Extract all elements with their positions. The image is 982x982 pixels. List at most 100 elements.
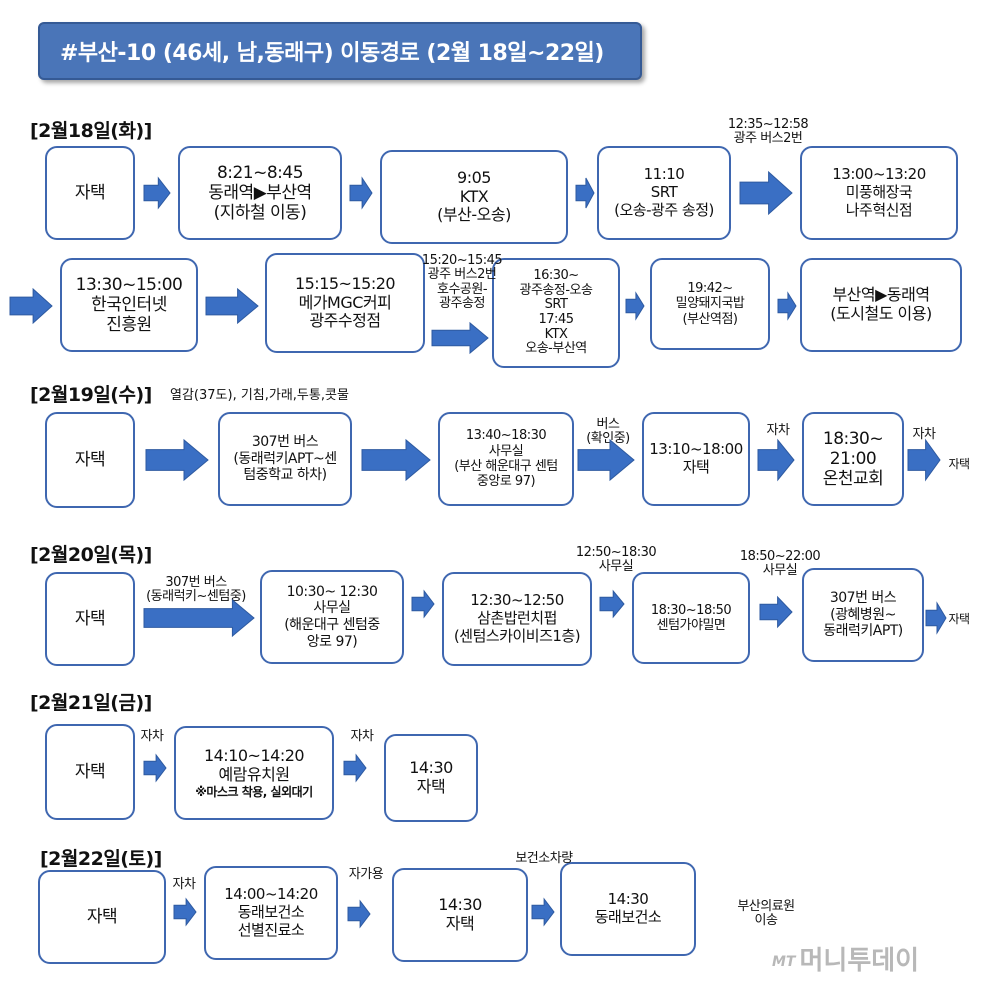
text-line: 자택 xyxy=(74,608,106,629)
text-line: ※마스크 착용, 실외대기 xyxy=(195,784,313,799)
page-title: #부산-10 (46세, 남,동래구) 이동경로 (2월 18일~22일) xyxy=(38,22,642,80)
node-box: 자택 xyxy=(45,572,135,666)
text-line: 한국인터넷 xyxy=(91,294,167,315)
flow-arrow-icon xyxy=(759,595,793,629)
text-line: 삼촌밥런치펍 xyxy=(477,609,557,628)
text-line: 자차 xyxy=(140,729,164,744)
node-box: 307번 버스(광혜병원~동래럭키APT) xyxy=(802,568,924,662)
text-line: 부산역▶동래역 xyxy=(832,285,930,305)
text-line: 동래럭키APT) xyxy=(823,623,903,640)
flow-arrow-icon xyxy=(739,170,793,216)
text-line: (센텀스카이비즈1층) xyxy=(453,626,581,645)
node-box: 자택 xyxy=(38,870,166,964)
text-line: 동래보건소 xyxy=(237,903,305,922)
text-line: 16:30~ xyxy=(533,268,579,284)
text-line: 13:00~13:20 xyxy=(832,165,926,184)
flow-arrow-icon xyxy=(907,438,941,482)
text-line: 버스 xyxy=(596,417,620,432)
text-line: 자택 xyxy=(682,458,710,476)
flow-arrow-icon xyxy=(757,438,795,482)
watermark-text: 머니투데이 xyxy=(799,946,920,976)
symptom-note: 열감(37도), 기침,가래,두통,콧물 xyxy=(170,388,349,403)
text-line: 307번 버스 xyxy=(251,434,319,451)
text-line: 메가MGC커피 xyxy=(298,292,392,312)
text-line: KTX xyxy=(459,186,489,206)
text-line: 온천교회 xyxy=(822,469,884,490)
text-line: 센텀가야밀면 xyxy=(656,618,726,633)
route-label: 자차 xyxy=(760,423,796,438)
text-line: 나주혁신점 xyxy=(845,200,913,219)
route-label: 자택 xyxy=(941,612,977,626)
text-line: 12:35~12:58 xyxy=(727,117,809,132)
text-line: 밀양돼지국밥 xyxy=(675,296,745,312)
route-label: 자택 xyxy=(941,457,977,471)
text-line: 자택 xyxy=(86,906,118,927)
text-line: 동래역▶부산역 xyxy=(208,182,312,203)
flow-arrow-icon xyxy=(143,753,167,783)
text-line: 18:30~ xyxy=(822,428,884,449)
text-line: (부산 해운대구 센텀 xyxy=(454,459,558,474)
text-line: 이송 xyxy=(754,913,778,929)
route-label: 자가용 xyxy=(342,867,390,882)
route-label: 보건소차량 xyxy=(496,851,592,866)
text-line: 14:30 xyxy=(409,758,453,778)
text-line: 307번 버스 xyxy=(165,575,227,590)
text-line: 8:21~8:45 xyxy=(216,162,304,183)
flow-arrow-icon xyxy=(143,176,171,210)
text-line: 사무실 xyxy=(313,600,351,617)
text-line: 광주송정-오송 xyxy=(519,282,593,298)
flow-arrow-icon xyxy=(205,287,259,325)
flow-arrow-icon xyxy=(431,321,489,355)
text-line: 중앙로 97) xyxy=(476,474,536,490)
text-line: 부산의료원 xyxy=(737,899,795,914)
flow-arrow-icon xyxy=(173,897,197,927)
text-line: 15:20~15:45 xyxy=(421,253,503,268)
text-line: 자택 xyxy=(445,914,475,933)
node-box: 19:42~밀양돼지국밥(부산역점) xyxy=(650,258,770,350)
text-line: 21:00 xyxy=(829,448,877,469)
flow-arrow-icon xyxy=(145,438,209,482)
flow-arrow-icon xyxy=(625,291,645,321)
text-line: 자택 xyxy=(948,612,970,626)
route-label: 자차 xyxy=(344,729,380,744)
flow-arrow-icon xyxy=(777,291,797,321)
day-label-feb19: [2월19일(수)] xyxy=(30,384,152,406)
text-line: 307번 버스 xyxy=(829,590,897,607)
text-line: SRT xyxy=(650,183,678,202)
text-line: 자택 xyxy=(74,761,106,782)
text-line: 자택 xyxy=(74,449,106,470)
node-box: 부산역▶동래역(도시철도 이용) xyxy=(800,258,962,352)
text-line: (광혜병원~ xyxy=(830,606,896,623)
flow-arrow-icon xyxy=(531,897,555,927)
route-label: 자차 xyxy=(134,729,170,744)
flow-arrow-icon xyxy=(343,753,367,783)
route-label: 버스(확인중) xyxy=(580,417,636,447)
flow-arrow-icon xyxy=(575,177,595,209)
text-line: 13:40~18:30 xyxy=(465,428,547,444)
text-line: 자택 xyxy=(416,777,446,796)
text-line: KTX xyxy=(544,326,568,342)
day-label-feb21: [2월21일(금)] xyxy=(30,692,152,714)
text-line: 동래보건소 xyxy=(594,908,662,926)
text-line: 11:10 xyxy=(643,165,685,184)
route-label: 자차 xyxy=(166,877,202,892)
text-line: 14:30 xyxy=(607,890,649,909)
text-line: 사무실 xyxy=(762,563,798,579)
route-label: 자차 xyxy=(906,427,942,442)
flow-arrow-icon xyxy=(411,589,435,619)
flow-arrow-icon xyxy=(143,598,255,638)
